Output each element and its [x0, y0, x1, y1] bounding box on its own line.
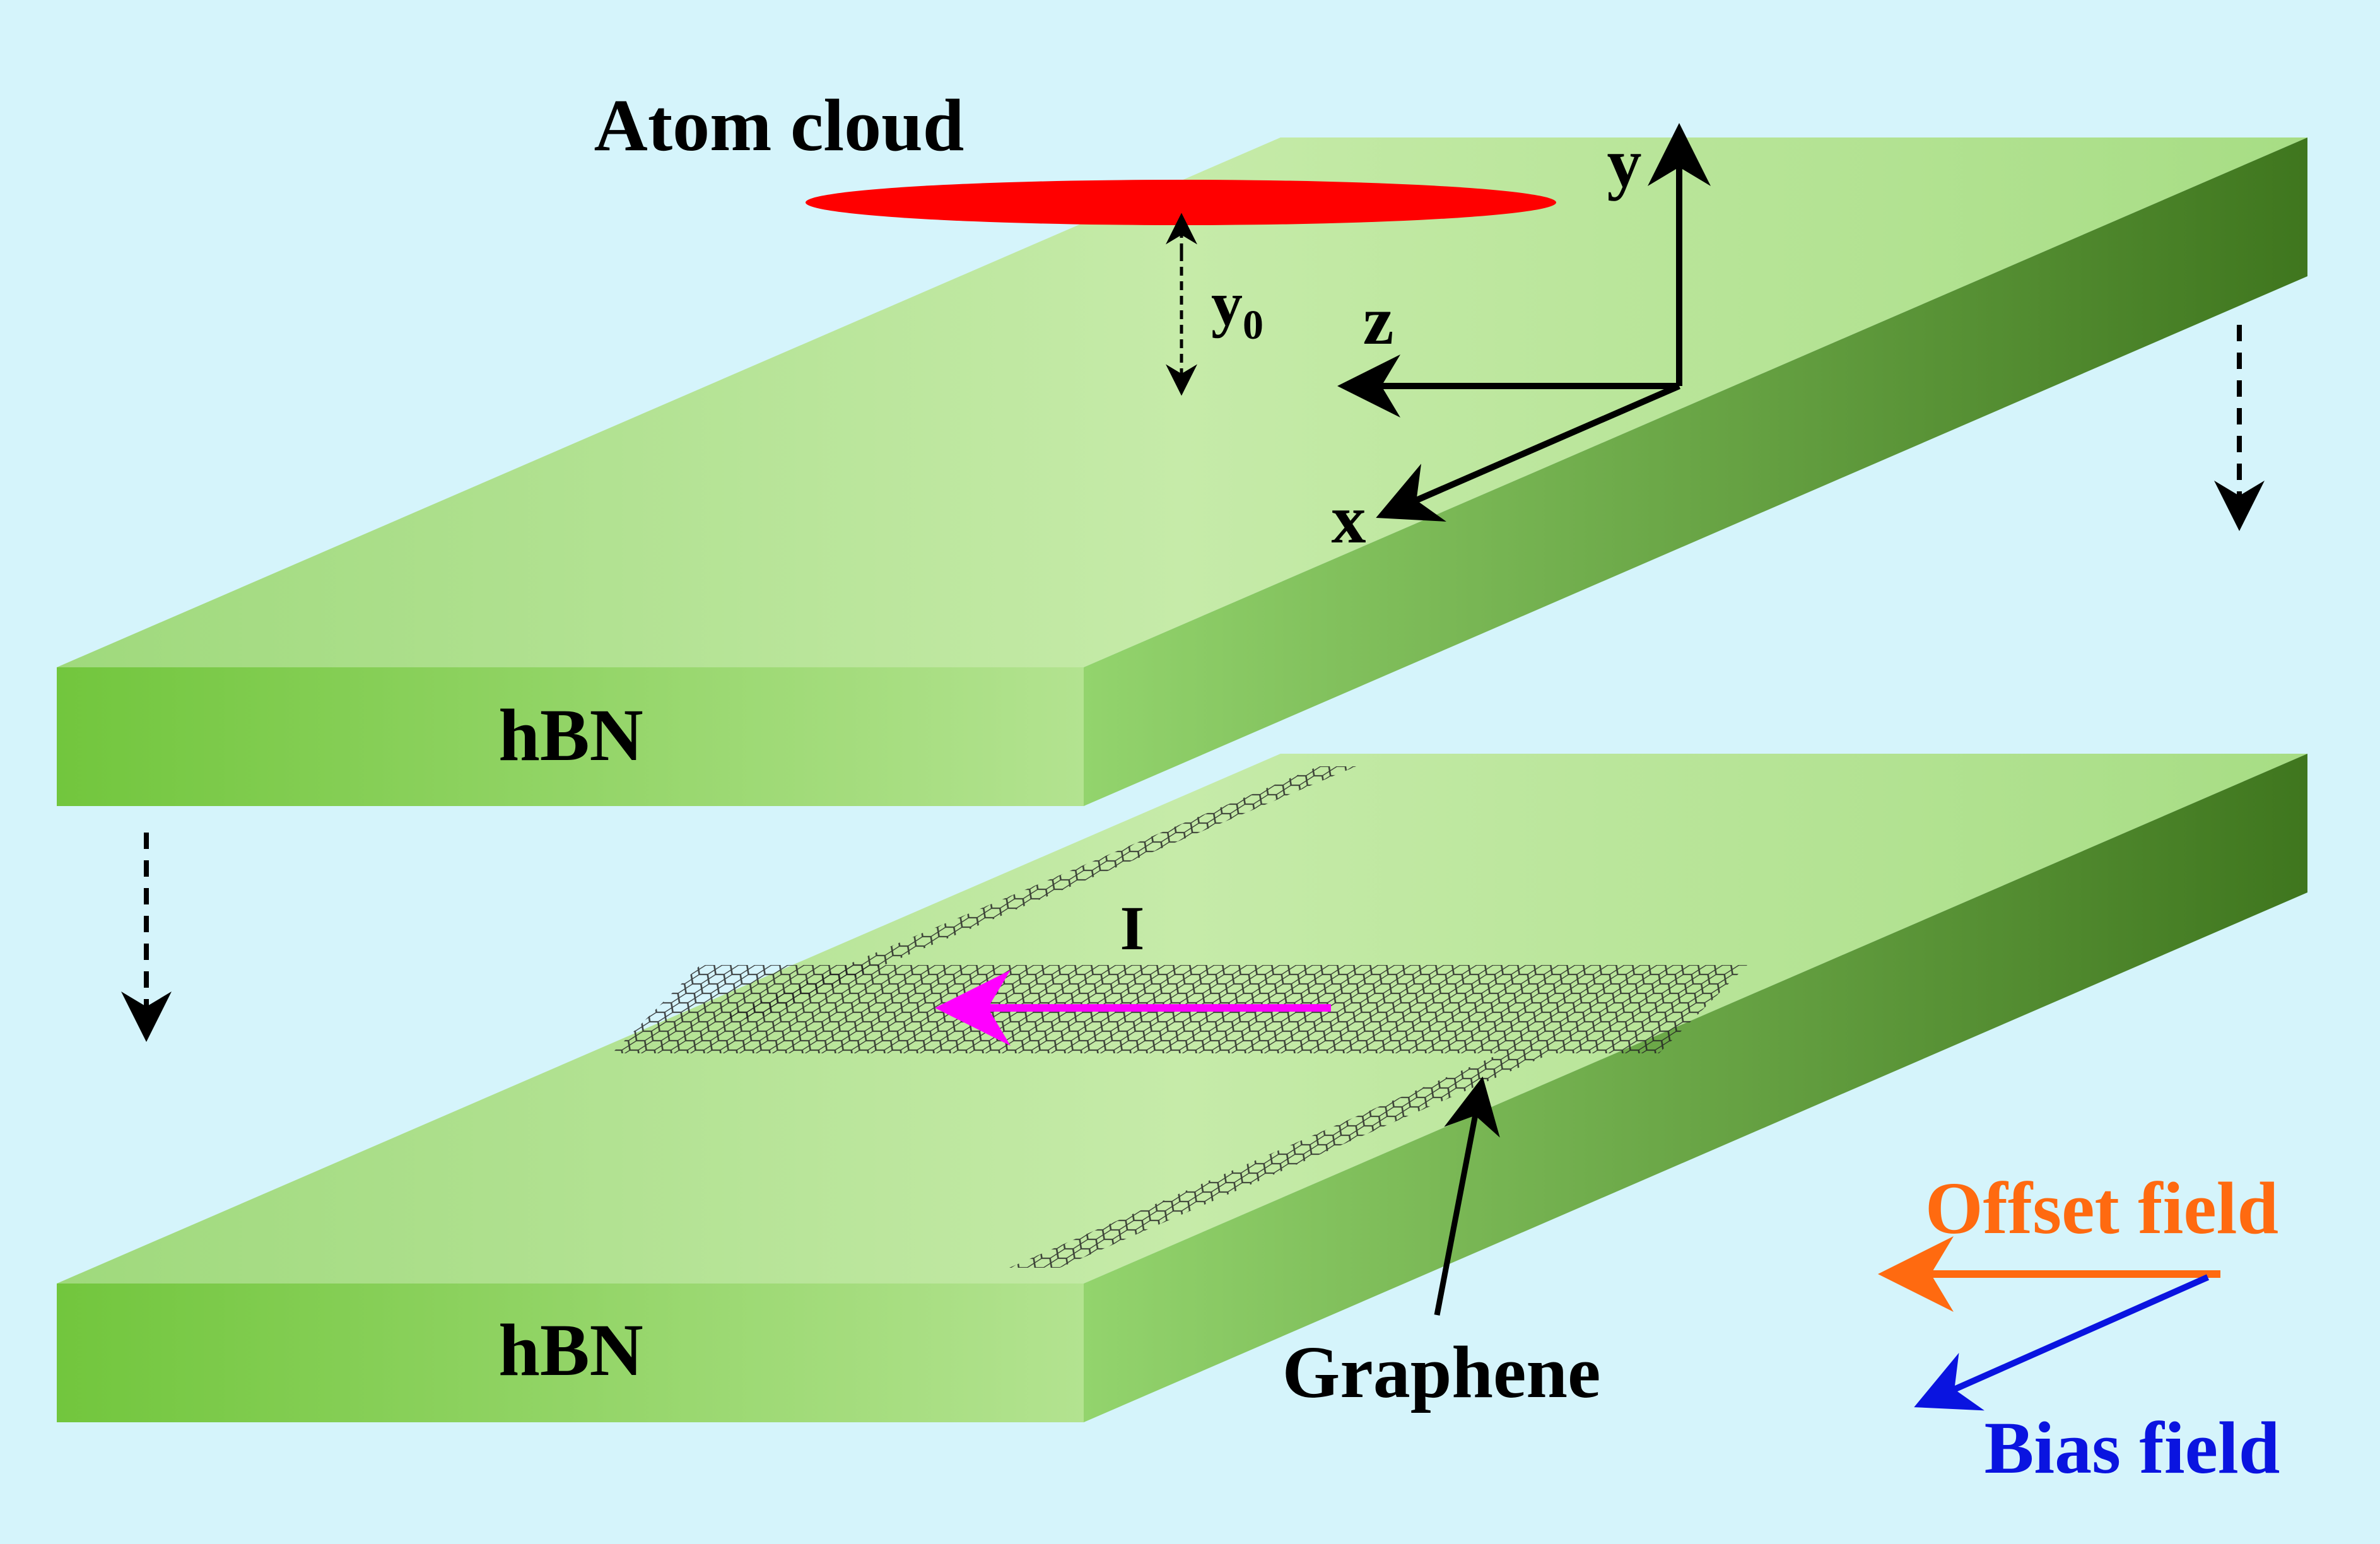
top-hbn-slab: [57, 137, 2307, 806]
atom-cloud-label: Atom cloud: [594, 84, 964, 167]
y0-label-subscript: 0: [1243, 302, 1263, 348]
offset-field-label: Offset field: [1925, 1167, 2278, 1249]
bottom-slab-front-face: [57, 1284, 1084, 1422]
coordinate-axes: [1337, 123, 1711, 522]
hbn-bottom-label: hBN: [498, 1309, 643, 1391]
top-slab-side-face: [1084, 137, 2307, 806]
atom-cloud: [806, 180, 1556, 225]
graphene-sheet: [612, 766, 1747, 1268]
graphene-upper-strip: [719, 766, 1356, 1019]
axis-x-label: x: [1332, 481, 1366, 558]
bias-field-label: Bias field: [1984, 1407, 2280, 1489]
hbn-top-label: hBN: [498, 694, 643, 776]
bottom-slab-side-face: [1084, 754, 2307, 1422]
bias-field-arrow: [1914, 1274, 2210, 1411]
top-slab-top-face: [57, 137, 2307, 667]
y0-label-base: y: [1211, 269, 1243, 339]
top-slab-front-face: [57, 667, 1084, 806]
current-label: I: [1120, 893, 1145, 963]
bottom-hbn-slab: [57, 754, 2307, 1422]
axis-z-label: z: [1363, 282, 1394, 359]
axis-y-label: y: [1607, 124, 1642, 201]
graphene-pointer-arrow: [1434, 1076, 1500, 1316]
y0-label: y0: [1211, 269, 1263, 348]
graphene-label: Graphene: [1282, 1331, 1601, 1413]
axis-x-arrow: [1376, 383, 1680, 522]
graphene-lower-strip: [1009, 1053, 1552, 1268]
